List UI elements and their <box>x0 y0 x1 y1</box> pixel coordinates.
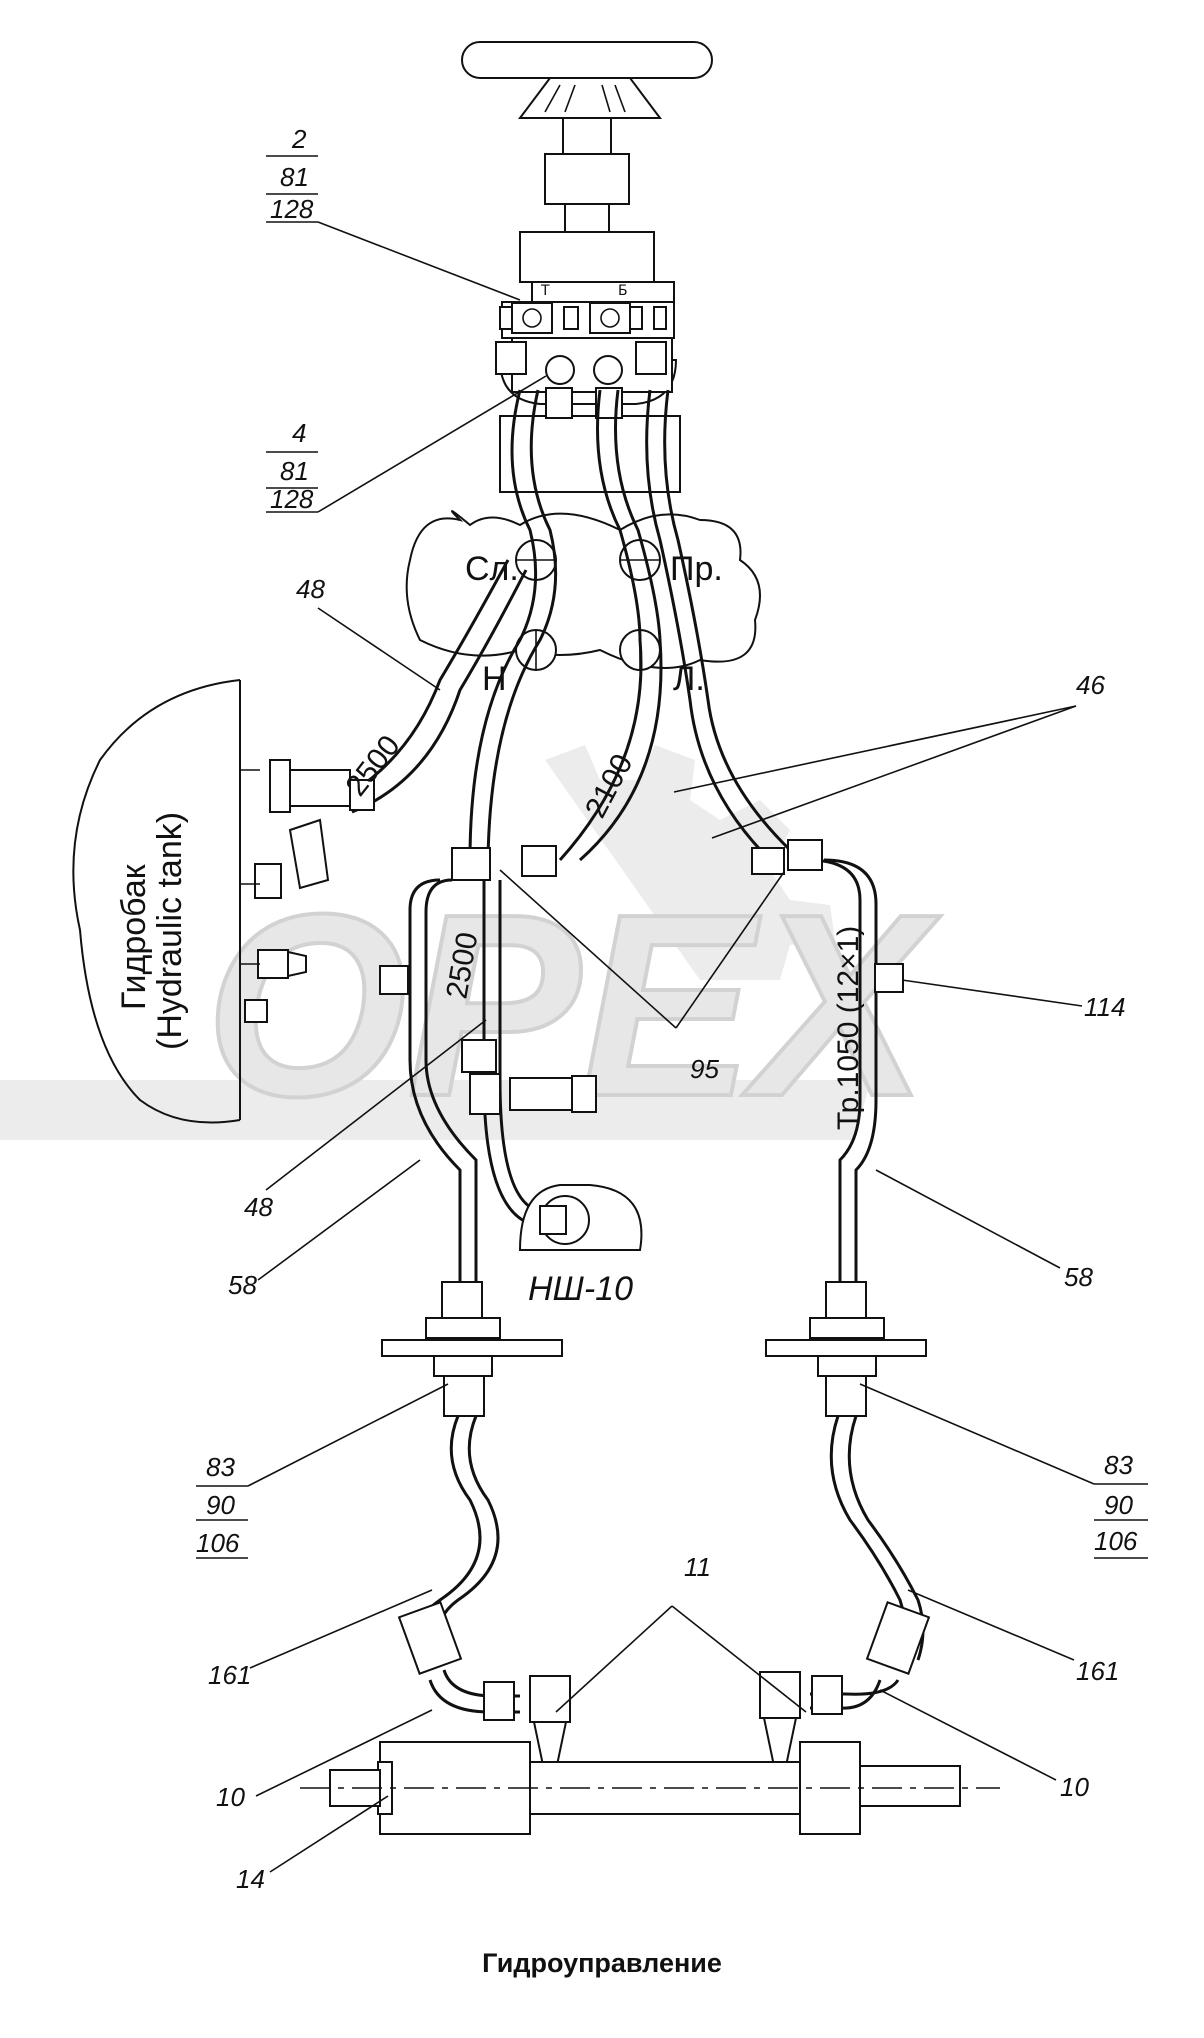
svg-text:58: 58 <box>228 1270 257 1300</box>
callout-top-2: 81 <box>280 162 309 192</box>
svg-text:10: 10 <box>1060 1772 1089 1802</box>
tube-fittings <box>379 839 904 1115</box>
callout-stack-mid: 4 81 128 <box>266 375 547 514</box>
callout-mid-2: 81 <box>280 456 309 486</box>
port-label-right-top: Пр. <box>670 550 723 588</box>
callout-mid-1: 4 <box>292 418 306 448</box>
dimension-tube: Тр.1050 (12×1) <box>832 926 865 1130</box>
svg-text:11: 11 <box>684 1552 711 1582</box>
callout-114: 114 <box>901 979 1125 1022</box>
tank-label: Гидробак (Hydraulic tank) <box>115 812 189 1050</box>
svg-text:106: 106 <box>196 1528 240 1558</box>
svg-text:161: 161 <box>1076 1656 1119 1686</box>
lower-fittings <box>397 1601 931 1771</box>
lower-hoses <box>414 1415 925 1714</box>
tank-label-line1: Гидробак <box>115 863 153 1010</box>
callout-10-right: 10 <box>879 1689 1089 1802</box>
callout-top-1: 2 <box>291 124 307 154</box>
callout-161-left: 161 <box>208 1589 433 1690</box>
watermark-text: OPEX <box>205 861 941 1151</box>
svg-text:83: 83 <box>206 1452 235 1482</box>
svg-text:58: 58 <box>1064 1262 1093 1292</box>
callout-11: 11 <box>555 1552 807 1713</box>
pump-label: НШ-10 <box>528 1270 633 1308</box>
svg-text:90: 90 <box>206 1490 235 1520</box>
callout-58-right: 58 <box>875 1169 1093 1292</box>
svg-text:161: 161 <box>208 1660 251 1690</box>
callout-10-left: 10 <box>216 1709 433 1812</box>
tank-fittings <box>240 759 375 1023</box>
callout-58-left: 58 <box>228 1159 421 1300</box>
svg-text:95: 95 <box>690 1054 719 1084</box>
callout-95: 95 <box>499 869 785 1084</box>
svg-text:106: 106 <box>1094 1526 1138 1556</box>
svg-text:90: 90 <box>1104 1490 1133 1520</box>
pump <box>518 1184 643 1251</box>
callout-stack-right: 83 90 106 <box>859 1383 1148 1559</box>
steering-wheel <box>461 41 713 233</box>
callout-stack-top: 2 81 128 <box>266 124 521 301</box>
callout-161-right: 161 <box>907 1589 1119 1686</box>
port-label-left-top: Сл. <box>465 550 519 588</box>
svg-text:Т: Т <box>540 283 550 299</box>
svg-text:48: 48 <box>296 574 325 604</box>
svg-text:10: 10 <box>216 1782 245 1812</box>
valve-hoses <box>339 389 792 862</box>
floor-plates <box>381 1281 927 1417</box>
page-title: Гидроуправление <box>482 1948 722 1978</box>
svg-text:46: 46 <box>1076 670 1105 700</box>
svg-text:48: 48 <box>244 1192 273 1222</box>
hydraulic-tank-outline <box>72 679 241 1124</box>
callout-top-3: 128 <box>270 194 314 224</box>
callout-48-bottom: 48 <box>244 1019 487 1222</box>
callout-46: 46 <box>673 670 1105 839</box>
svg-text:14: 14 <box>236 1864 265 1894</box>
svg-text:83: 83 <box>1104 1450 1133 1480</box>
callout-14: 14 <box>236 1795 389 1894</box>
svg-text:114: 114 <box>1084 992 1125 1022</box>
callout-mid-3: 128 <box>270 484 314 514</box>
callout-stack-left: 83 90 106 <box>196 1383 449 1559</box>
svg-text:Б: Б <box>618 283 628 299</box>
callout-48-top: 48 <box>296 574 441 691</box>
steering-valve: Т Б <box>495 231 681 493</box>
steering-cylinder <box>300 1741 1000 1835</box>
tank-label-line2: (Hydraulic tank) <box>151 812 189 1050</box>
